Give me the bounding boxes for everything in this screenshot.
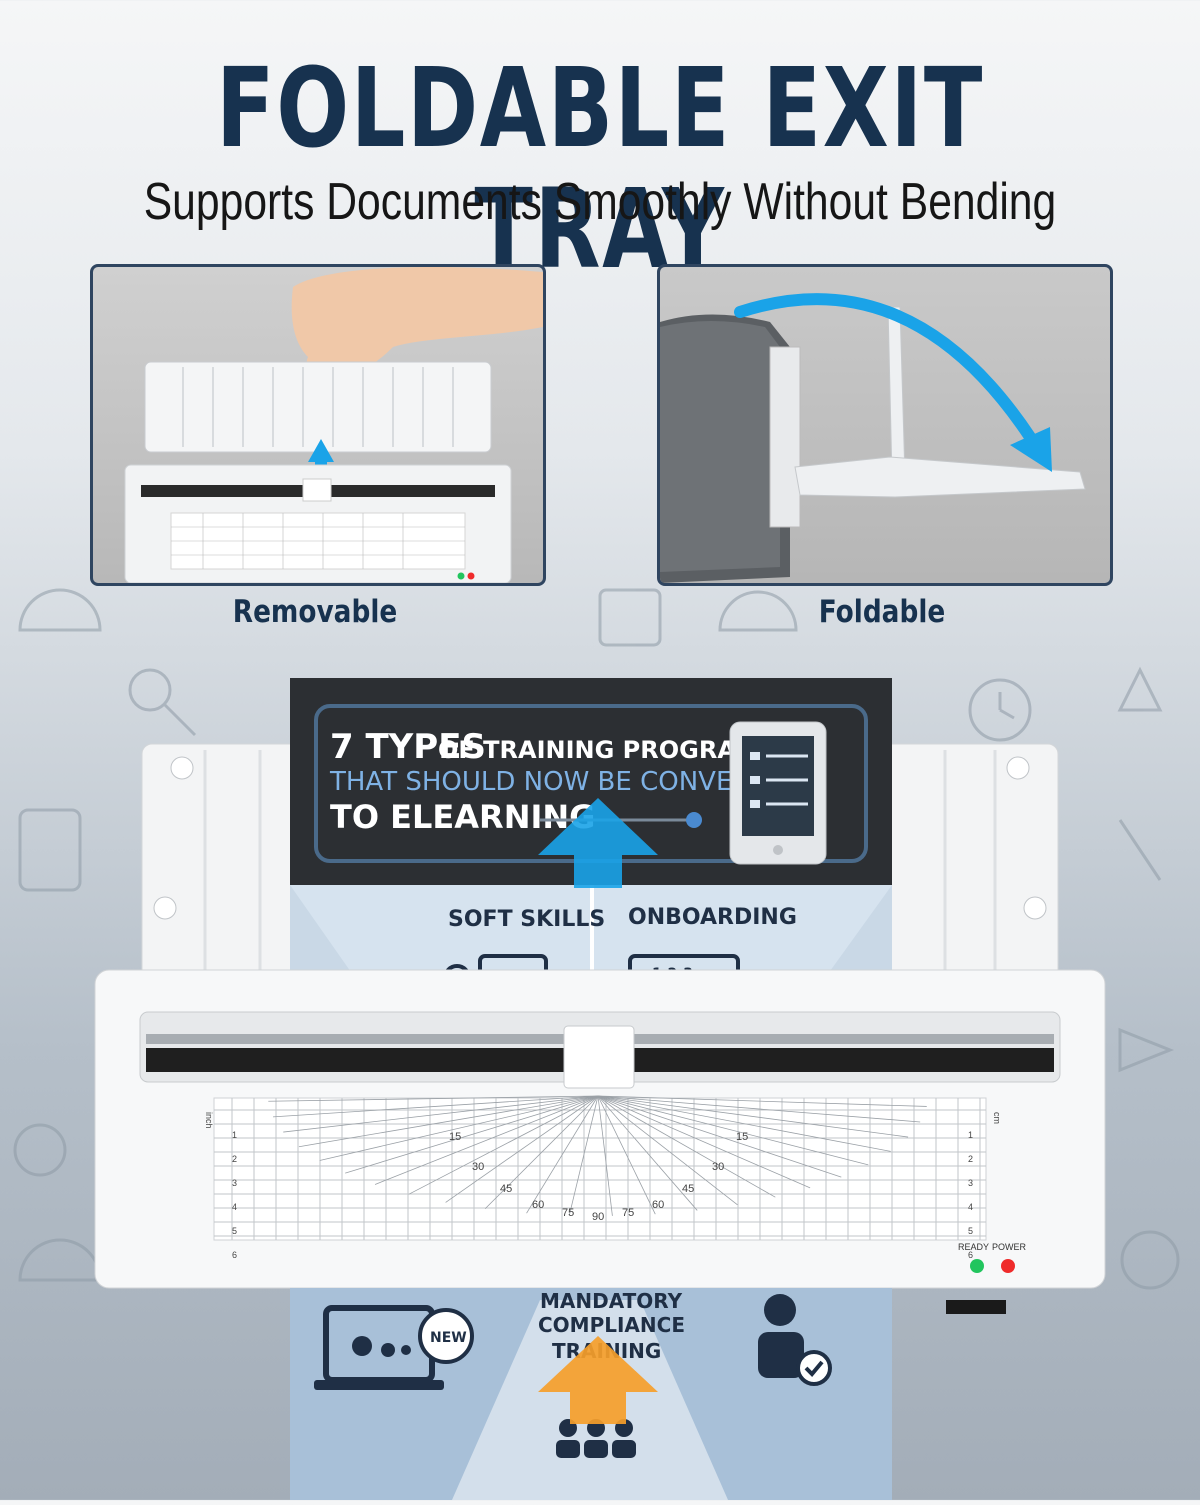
ruler-number: 6 (968, 1250, 973, 1260)
angle-label: 75 (622, 1207, 634, 1219)
ruler-unit-cm: cm (992, 1112, 1002, 1124)
ruler-number: 5 (968, 1226, 973, 1236)
angle-label: 75 (562, 1207, 574, 1219)
angle-label: 30 (472, 1161, 484, 1173)
angle-label: 15 (449, 1131, 461, 1143)
angle-label: 45 (500, 1183, 512, 1195)
foldable-tray-photo (657, 264, 1113, 586)
removable-caption: Removable (232, 594, 398, 630)
power-label: POWER (992, 1242, 1027, 1252)
output-arrow-icon (538, 1336, 658, 1424)
banner-line3: TO ELEARNING (330, 798, 595, 836)
cutter-slider[interactable] (563, 1025, 635, 1089)
pencil-icon (1118, 1027, 1175, 1073)
ruler-number: 3 (232, 1178, 237, 1188)
background-doodles (13, 588, 1180, 1290)
feed-arrow-icon (538, 798, 658, 888)
ruler-number: 1 (968, 1130, 973, 1140)
section-soft-skills: SOFT SKILLS (448, 907, 605, 932)
angle-label: 15 (736, 1131, 748, 1143)
angle-label: 60 (652, 1199, 664, 1211)
new-badge-icon (418, 1308, 474, 1364)
banner-line2: THAT SHOULD NOW BE CONVERTED (329, 767, 801, 797)
flask-icon (1117, 666, 1163, 712)
ruler-number: 2 (232, 1154, 237, 1164)
fold-arrow-icon (734, 293, 1036, 443)
new-badge-label: NEW (430, 1330, 467, 1346)
power-indicator-light (1001, 1259, 1015, 1273)
ruler-number: 2 (968, 1154, 973, 1164)
page-subtitle: Supports Documents Smoothly Without Bend… (143, 173, 1057, 231)
ruler-number: 3 (968, 1178, 973, 1188)
page-title: FOLDABLE EXIT TRAY (216, 44, 984, 293)
ruler-number: 1 (232, 1130, 237, 1140)
angle-label: 90 (592, 1211, 604, 1223)
ruler-number: 6 (232, 1250, 237, 1260)
ready-indicator-light (970, 1259, 984, 1273)
lower-title-mid: COMPLIANCE (538, 1313, 685, 1337)
ruler-number: 4 (968, 1202, 973, 1212)
alarm-clock-icon (1120, 1230, 1180, 1290)
compass-icon (13, 1123, 67, 1177)
laminator-illustration: 7 TYPES OF TRAINING PROGRAMS THAT SHOULD… (0, 660, 1200, 1500)
ready-label: READY (958, 1242, 989, 1252)
protractor-icon-2 (718, 590, 798, 632)
hand-shape (291, 267, 543, 383)
banner-line1-rest: OF TRAINING PROGRAMS (438, 736, 777, 764)
ruler-number: 4 (232, 1202, 237, 1212)
angle-label: 45 (682, 1183, 694, 1195)
person-support-icon (764, 1294, 796, 1326)
brush-icon (1118, 819, 1162, 881)
ruler-unit-inch: inch (204, 1112, 214, 1129)
book-icon (598, 588, 662, 647)
calculator-icon (18, 808, 82, 892)
magnifier-icon (128, 668, 172, 712)
removable-tray-photo (90, 264, 546, 586)
checkmark-icon (796, 1350, 832, 1386)
clock-icon (968, 678, 1032, 742)
protractor-icon (18, 588, 102, 632)
up-arrow-icon (308, 439, 334, 477)
ruler-number: 5 (232, 1226, 237, 1236)
lower-title-top: MANDATORY (540, 1289, 683, 1313)
angle-label: 60 (532, 1199, 544, 1211)
section-onboarding: ONBOARDING (628, 905, 797, 930)
foldable-caption: Foldable (818, 594, 946, 630)
banner-line1-bold: 7 TYPES (330, 727, 486, 767)
angle-label: 30 (712, 1161, 724, 1173)
power-switch[interactable] (946, 1300, 1006, 1314)
